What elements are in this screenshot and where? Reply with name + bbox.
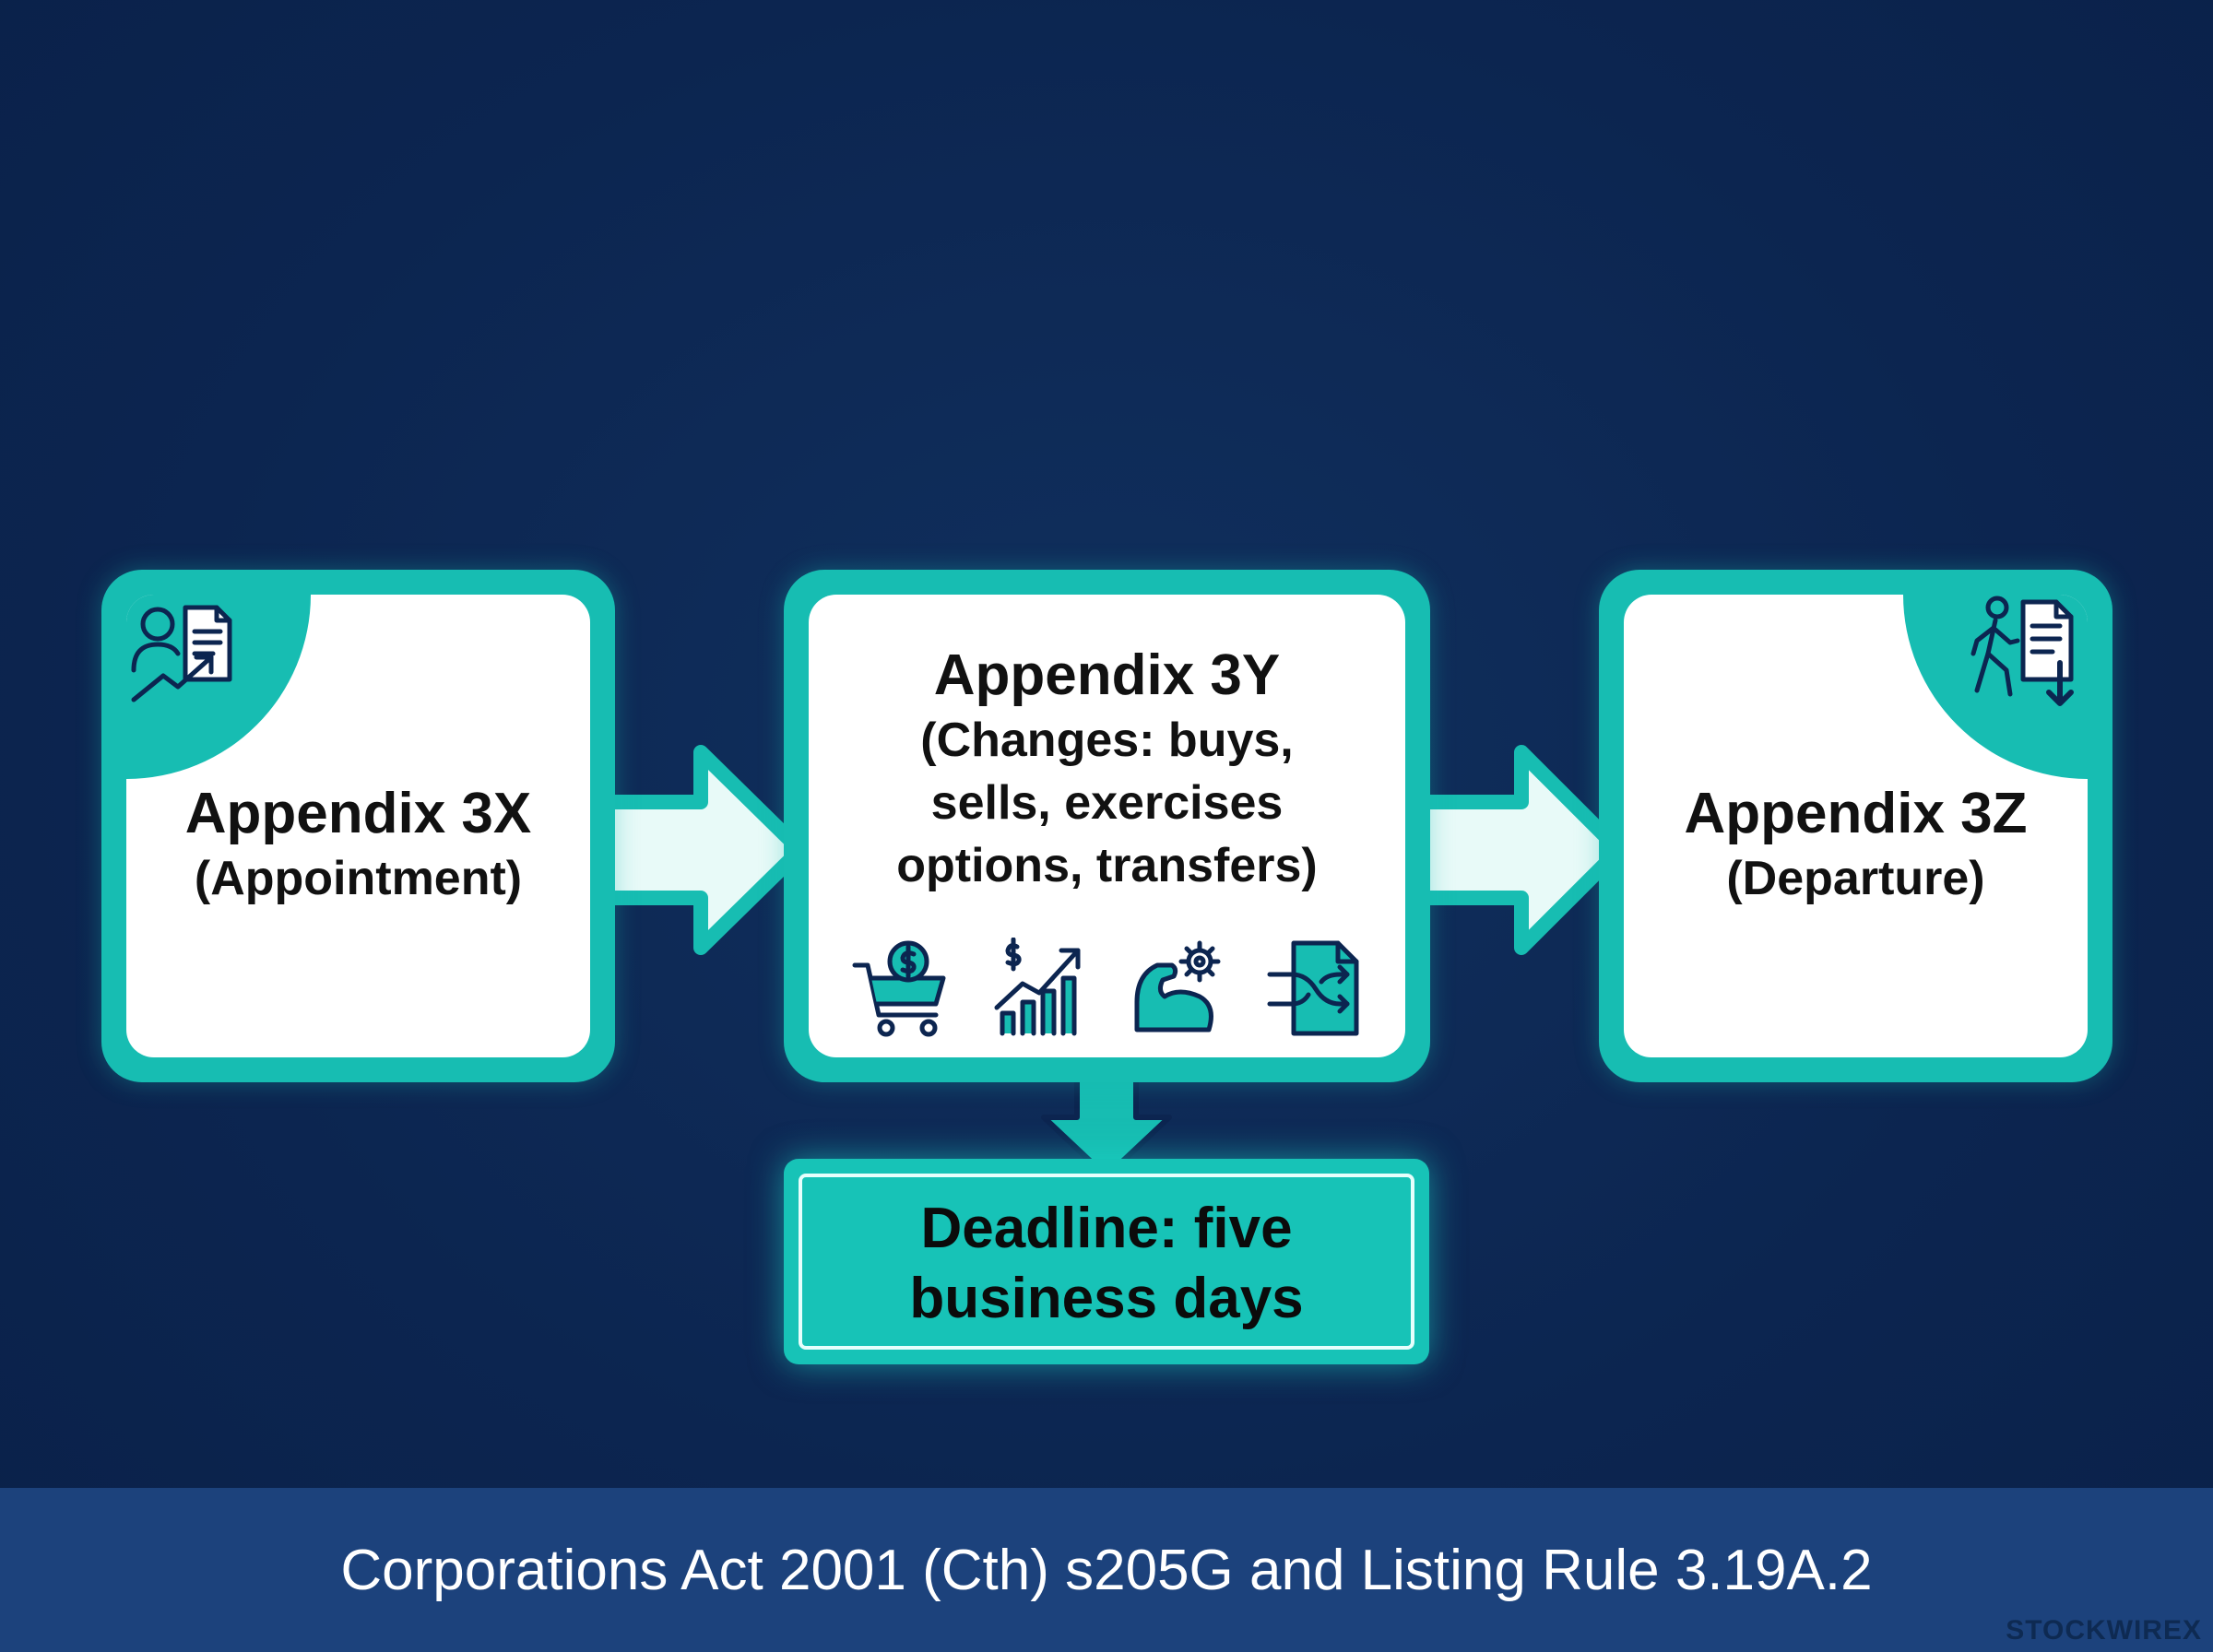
card-title: Appendix 3Y xyxy=(933,643,1281,707)
deadline-text: Deadline: five business days xyxy=(784,1194,1429,1334)
deadline-line: business days xyxy=(909,1267,1304,1330)
arrow-3y-to-3z xyxy=(1394,745,1627,955)
shopping-cart-dollar-icon xyxy=(852,940,945,1037)
card-title: Appendix 3Z xyxy=(1684,782,2028,845)
card-text: Appendix 3Z (Departure) xyxy=(1624,781,2088,910)
card-title: Appendix 3X xyxy=(184,782,532,845)
card-body: Appendix 3X (Appointment) xyxy=(126,595,590,1057)
card-appendix-3x: Appendix 3X (Appointment) xyxy=(101,570,615,1082)
card-body: Appendix 3Z (Departure) xyxy=(1624,595,2088,1057)
card-subtitle: (Appointment) xyxy=(194,852,523,905)
deadline-inner-border xyxy=(799,1174,1414,1350)
card-subtitle-line: options, transfers) xyxy=(896,839,1318,892)
card-subtitle-line: (Changes: buys, xyxy=(920,714,1294,767)
card-text: Appendix 3Y (Changes: buys, sells, exerc… xyxy=(809,643,1405,897)
transaction-icons xyxy=(809,938,1405,1039)
card-appendix-3z: Appendix 3Z (Departure) xyxy=(1599,570,2112,1082)
document-transfer-icon xyxy=(1267,940,1358,1036)
deadline-box: Deadline: five business days xyxy=(784,1159,1429,1364)
growth-chart-dollar-icon xyxy=(994,938,1080,1036)
card-subtitle-line: sells, exercises xyxy=(930,776,1284,830)
card-subtitle: (Departure) xyxy=(1726,852,1985,905)
card-body: Appendix 3Y (Changes: buys, sells, exerc… xyxy=(809,595,1405,1057)
card-text: Appendix 3X (Appointment) xyxy=(126,781,590,910)
walking-person-document-icon xyxy=(1970,596,2074,706)
deadline-line: Deadline: five xyxy=(920,1197,1293,1260)
arrow-3x-to-3y xyxy=(579,745,808,955)
footer-bar: Corporations Act 2001 (Cth) s205G and Li… xyxy=(0,1488,2213,1652)
flexed-arm-gear-icon xyxy=(1134,940,1220,1032)
appointment-person-document-growth-icon xyxy=(131,605,232,702)
legal-citation: Corporations Act 2001 (Cth) s205G and Li… xyxy=(340,1539,1873,1602)
card-appendix-3y: Appendix 3Y (Changes: buys, sells, exerc… xyxy=(784,570,1430,1082)
brand-watermark: STOCKWIREX xyxy=(2006,1615,2202,1646)
